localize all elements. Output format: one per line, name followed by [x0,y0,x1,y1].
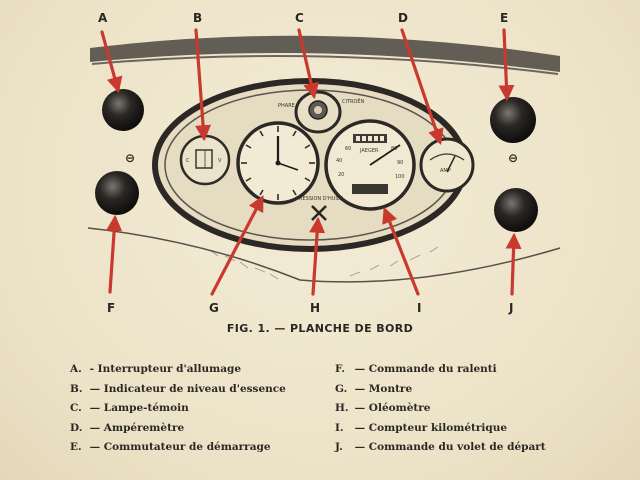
svg-text:20: 20 [338,172,344,178]
legend-letter: D. [70,421,83,434]
arrow-b [194,28,212,142]
legend-text: — Ampéremètre [89,421,185,434]
legend-item-j: J. — Commande du volet de départ [335,438,635,458]
svg-text:60: 60 [345,146,351,152]
legend-letter: E. [70,441,82,453]
legend-text: — Commande du ralenti [354,363,497,375]
arrow-j [505,232,522,296]
callout-j: J [508,301,513,315]
lamp-right-label: CITROËN [342,98,365,105]
legend-text: — Commande du volet de départ [354,441,546,453]
legend-text: — Commutateur de démarrage [89,441,271,453]
legend-text: - Interrupteur d'allumage [89,363,242,375]
svg-text:90: 90 [397,160,403,166]
callout-b: B [193,11,202,25]
legend-letter: C. [70,402,82,414]
oil-label: PRESSION D'HUILE [296,196,343,202]
legend-text: — Oléomètre [354,402,431,414]
polarity-mark-left: ⊖ [125,151,135,165]
arrow-d [400,28,444,146]
legend-text: — Lampe-témoin [89,402,189,414]
choke-control-knob [494,188,538,232]
legend-letter: B. [70,382,83,395]
clock-minute-hand [277,162,299,171]
legend-item-d: D. — Ampéremètre [70,419,370,439]
legend-letter: J. [335,441,343,453]
legend-right: F. — Commande du ralenti G. — Montre H. … [335,360,635,458]
starter-switch-knob [490,97,536,143]
callout-g: G [209,301,219,315]
svg-text:40: 40 [336,158,342,164]
callout-d: D [398,11,408,25]
svg-text:100: 100 [395,174,405,180]
callout-i: I [417,301,421,315]
legend-left: A. - Interrupteur d'allumage B. — Indica… [70,360,370,458]
callout-e: E [500,11,508,25]
legend-item-a: A. - Interrupteur d'allumage [70,360,370,380]
svg-text:V: V [218,158,222,164]
legend-letter: G. [335,382,348,395]
legend-letter: F. [335,363,346,375]
lamp-left-label: PHARE [278,103,295,109]
legend-item-i: I. — Compteur kilométrique [335,419,635,439]
svg-text:C: C [186,158,190,164]
ammeter-gauge: AMP [419,137,475,193]
clock-gauge [236,121,320,205]
dashboard-figure: C V [87,11,561,315]
legend-text: — Indicateur de niveau d'essence [89,382,286,395]
arrow-e [498,28,515,102]
callout-letters-top: A B C D E [98,11,508,25]
callout-a: A [98,11,108,25]
callout-h: H [310,301,320,315]
ignition-switch-knob [102,89,144,131]
legend-item-f: F. — Commande du ralenti [335,360,635,380]
legend-item-b: B. — Indicateur de niveau d'essence [70,380,370,400]
arrow-f [106,214,123,294]
fuel-gauge: C V [179,134,231,186]
arrow-a [100,30,123,94]
panel-shading [209,246,439,280]
callout-letters-bottom: F G H I J [107,301,513,315]
dashboard-rail [90,35,560,75]
figure-caption: FIG. 1. — PLANCHE DE BORD [226,322,414,335]
speedo-brand-label: JAEGER [359,148,379,154]
legend-item-e: E. — Commutateur de démarrage [70,438,370,458]
callout-f: F [107,301,115,315]
arrow-i [382,207,420,296]
legend-item-h: H. — Oléomètre [335,399,635,419]
dashboard-lower-edge [87,227,561,283]
arrow-h [309,216,326,296]
legend-letter: H. [335,402,349,414]
arrow-g [210,195,264,296]
legend-item-g: G. — Montre [335,380,635,400]
legend-text: — Montre [354,382,413,395]
legend-item-c: C. — Lampe-témoin [70,399,370,419]
callout-c: C [295,11,304,25]
arrow-c [297,28,319,100]
pointer-arrows [100,28,522,296]
legend-letter: I. [335,421,344,434]
legend-text: — Compteur kilométrique [354,421,508,434]
ammeter-label: AMP [440,168,451,174]
speedo-needle [369,144,401,166]
legend-letter: A. [70,363,82,375]
polarity-mark-right: ⊖ [508,151,518,165]
idle-control-knob [95,171,139,215]
